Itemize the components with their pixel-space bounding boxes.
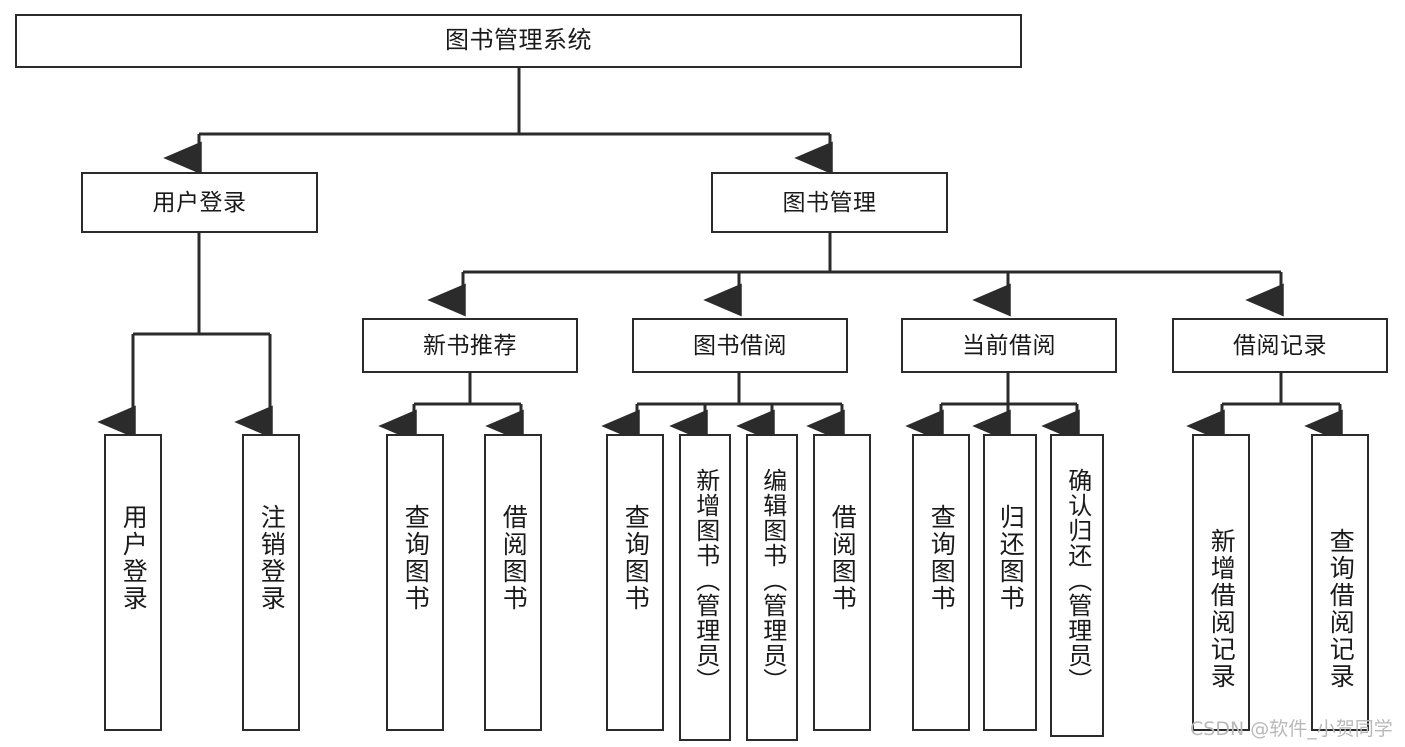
node-leaf-edit-book-admin[interactable]: 编辑图书（管理员） [746, 434, 798, 741]
node-label: 借阅图书 [499, 504, 528, 612]
node-label: 归还图书 [996, 504, 1025, 612]
node-label: 用户登录 [119, 504, 148, 612]
node-label: 用户登录 [152, 188, 247, 215]
node-root-book-management-system[interactable]: 图书管理系统 [15, 14, 1022, 68]
node-new-book-recommend[interactable]: 新书推荐 [362, 318, 578, 373]
node-leaf-borrow-book[interactable]: 借阅图书 [813, 434, 871, 731]
node-leaf-return-book[interactable]: 归还图书 [983, 434, 1037, 731]
node-leaf-borrow-book-recommend[interactable]: 借阅图书 [484, 434, 542, 731]
node-borrow-record[interactable]: 借阅记录 [1172, 318, 1388, 373]
node-label: 借阅记录 [1233, 331, 1327, 358]
node-book-borrow[interactable]: 图书借阅 [632, 318, 848, 373]
node-user-login[interactable]: 用户登录 [81, 172, 318, 233]
node-label: 图书管理系统 [445, 26, 592, 54]
csdn-watermark: CSDN @软件_小贺同学 [1190, 718, 1393, 740]
node-label: 新增借阅记录 [1207, 528, 1236, 690]
node-leaf-user-login[interactable]: 用户登录 [104, 434, 162, 731]
node-leaf-logout[interactable]: 注销登录 [242, 434, 300, 731]
node-label: 新书推荐 [423, 331, 517, 358]
node-book-management[interactable]: 图书管理 [711, 172, 948, 233]
node-label: 当前借阅 [962, 331, 1056, 358]
node-label: 查询图书 [401, 504, 430, 612]
node-label: 查询图书 [621, 504, 650, 612]
node-label: 注销登录 [257, 504, 286, 612]
node-label: 图书管理 [782, 188, 877, 215]
node-label: 查询图书 [927, 504, 956, 612]
node-leaf-query-book-current[interactable]: 查询图书 [912, 434, 970, 731]
node-leaf-confirm-return-admin[interactable]: 确认归还（管理员） [1050, 434, 1104, 737]
node-current-borrow[interactable]: 当前借阅 [901, 318, 1117, 373]
node-label: 查询借阅记录 [1326, 528, 1355, 690]
node-leaf-query-book-borrow[interactable]: 查询图书 [606, 434, 664, 731]
node-label: 图书借阅 [693, 331, 787, 358]
node-leaf-add-borrow-record[interactable]: 新增借阅记录 [1192, 434, 1250, 731]
node-label: 编辑图书（管理员） [758, 468, 786, 693]
node-label: 借阅图书 [828, 504, 857, 612]
node-leaf-add-book-admin[interactable]: 新增图书（管理员） [679, 434, 731, 741]
node-label: 新增图书（管理员） [691, 468, 719, 693]
node-leaf-query-borrow-record[interactable]: 查询借阅记录 [1311, 434, 1369, 731]
node-label: 确认归还（管理员） [1063, 468, 1091, 693]
node-leaf-query-book-recommend[interactable]: 查询图书 [386, 434, 444, 731]
